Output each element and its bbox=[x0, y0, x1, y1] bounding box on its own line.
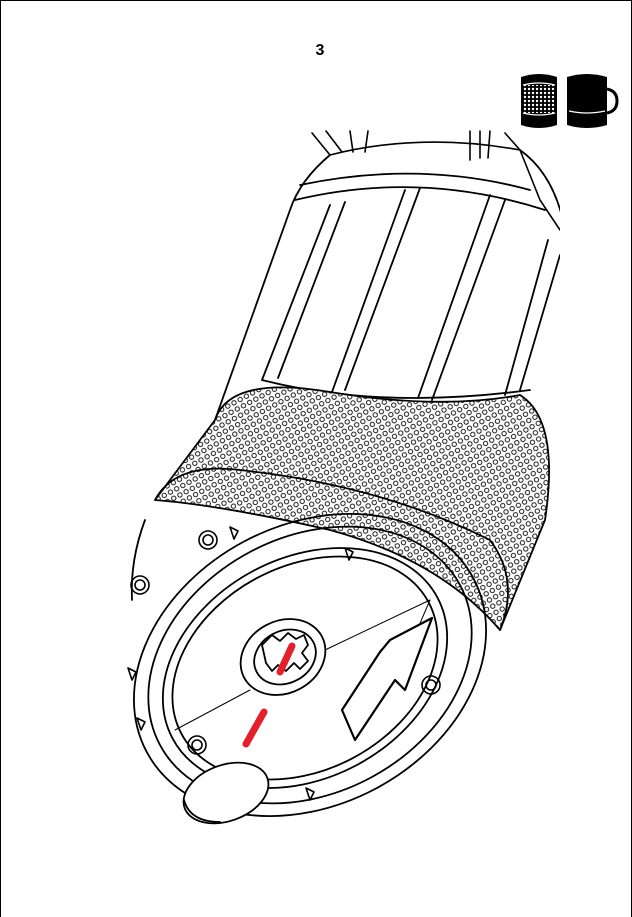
step-number: 3 bbox=[315, 42, 325, 59]
filter-indicator-icons bbox=[521, 74, 619, 128]
alignment-indicator bbox=[242, 642, 296, 748]
center-hub bbox=[239, 618, 327, 696]
cap-fasteners bbox=[127, 526, 441, 801]
mesh-filter-band bbox=[154, 386, 550, 631]
removed-cap bbox=[182, 761, 270, 825]
mesh-filter-cylinder-icon bbox=[521, 74, 557, 128]
appliance-body bbox=[214, 149, 560, 421]
solid-housing-cylinder-icon bbox=[567, 74, 619, 128]
end-cap-ring bbox=[130, 467, 509, 817]
rotation-arrow-icon bbox=[340, 616, 434, 742]
appliance-neck bbox=[311, 130, 560, 231]
